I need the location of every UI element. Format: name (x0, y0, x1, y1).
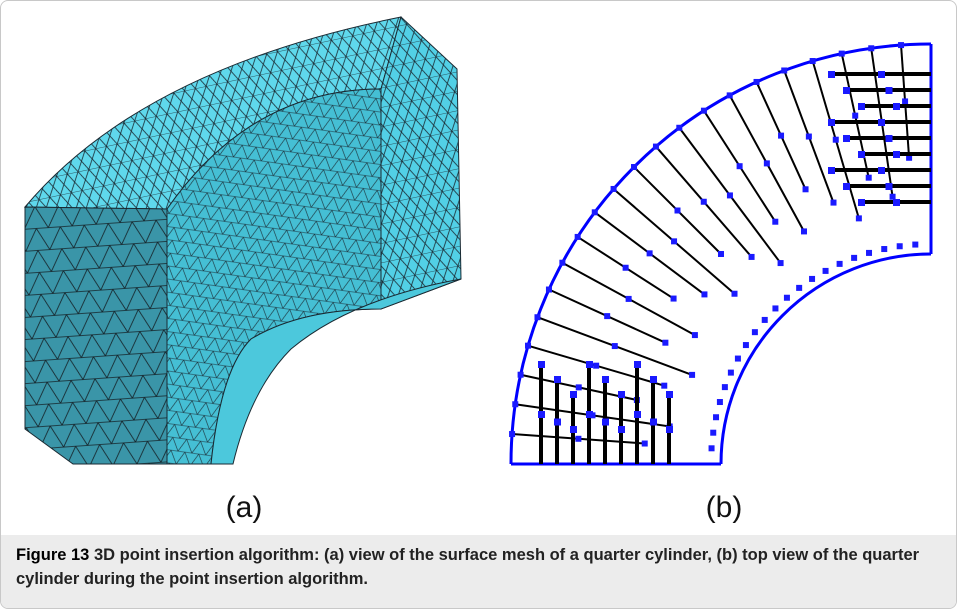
quarter-cylinder-topview-image (509, 42, 933, 466)
panel-a-label: (a) (225, 491, 263, 524)
panel-b-label: (b) (705, 491, 743, 524)
figure-caption: Figure 13 3D point insertion algorithm: … (16, 543, 936, 591)
caption-number: Figure 13 (16, 546, 90, 564)
caption-text: 3D point insertion algorithm: (a) view o… (16, 546, 920, 588)
quarter-cylinder-mesh-image (23, 16, 462, 465)
caption-background (1, 535, 956, 608)
